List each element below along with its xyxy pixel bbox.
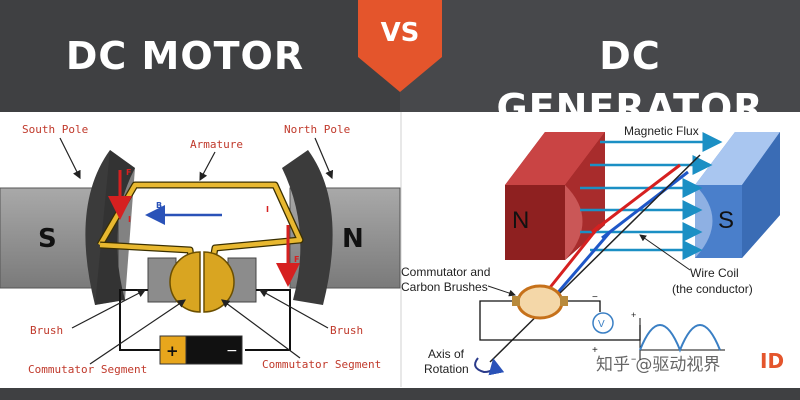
panel-divider xyxy=(400,112,402,387)
label-commutator-left: Commutator Segment xyxy=(28,363,147,376)
north-pole-magnet xyxy=(282,150,401,305)
label-north-pole: North Pole xyxy=(284,123,350,136)
pointer-brush-right xyxy=(258,289,329,329)
carbon-brush-left xyxy=(512,296,520,306)
pointer-wire-coil xyxy=(639,234,691,271)
rotation-arrow xyxy=(474,357,505,376)
pointer-commutator-generator xyxy=(487,285,516,297)
pointer-commutator-left xyxy=(89,299,186,365)
label-brush-right: Brush xyxy=(330,324,363,337)
circuit-wire-right xyxy=(245,289,291,351)
footer-bar xyxy=(0,388,800,400)
vs-label: VS xyxy=(380,18,420,48)
generator-pole-n-letter: N xyxy=(512,207,529,234)
force-label-right: F xyxy=(294,255,299,264)
graph-plus-sign: + xyxy=(631,310,636,320)
field-label: B xyxy=(156,201,162,210)
label-axis-line2: Rotation xyxy=(424,362,469,376)
battery-plus-sign: + xyxy=(166,342,179,360)
dc-motor-title: DC MOTOR xyxy=(65,34,305,78)
header-left-panel xyxy=(0,0,400,112)
label-brush-left: Brush xyxy=(30,324,63,337)
label-commutator-line1: Commutator and xyxy=(401,265,490,279)
south-pole-magnet xyxy=(0,150,135,305)
label-wire-coil-line2: (the conductor) xyxy=(672,282,753,296)
graph-rectified-wave xyxy=(639,324,721,353)
label-commutator-right: Commutator Segment xyxy=(262,358,381,371)
dc-generator-diagram: N S V − + + − xyxy=(474,132,780,376)
pointer-south-pole xyxy=(59,137,81,180)
battery-minus-sign: − xyxy=(226,343,238,359)
pointer-north-pole xyxy=(314,137,334,180)
axis-line xyxy=(489,154,701,363)
graph-minus-sign: − xyxy=(631,354,636,364)
watermark-text: 知乎 @驱动视界 xyxy=(596,355,720,375)
brush-right xyxy=(227,257,257,303)
dc-generator-title: DC GENERATOR xyxy=(496,34,764,130)
label-magnetic-flux: Magnetic Flux xyxy=(624,124,699,138)
voltmeter-label: V xyxy=(598,319,605,330)
generator-plus-sign: + xyxy=(592,345,598,356)
pointer-commutator-right xyxy=(221,299,301,359)
label-wire-coil-line1: Wire Coil xyxy=(690,266,739,280)
motor-pole-s-letter: S xyxy=(38,224,57,254)
wire-coil-red xyxy=(538,163,681,301)
voltmeter-circle xyxy=(592,312,614,334)
label-armature: Armature xyxy=(190,138,243,151)
battery xyxy=(159,335,243,365)
pointer-brush-left xyxy=(71,289,147,329)
generator-pole-s-letter: S xyxy=(718,207,734,234)
generator-commutator xyxy=(516,284,564,320)
circuit-wire-left xyxy=(119,289,160,351)
current-label-right: I xyxy=(266,205,269,214)
commutator xyxy=(169,251,235,313)
motor-pole-n-letter: N xyxy=(342,224,364,254)
pointer-armature xyxy=(199,151,216,182)
header-bar: DC MOTOR DC GENERATOR VS xyxy=(0,0,800,130)
wire-coil-blue xyxy=(546,170,689,305)
label-commutator-line2: Carbon Brushes xyxy=(401,280,488,294)
generator-circuit-wire-right xyxy=(568,300,601,312)
current-label-left: I xyxy=(128,215,131,224)
header-right-panel xyxy=(400,0,800,112)
label-south-pole: South Pole xyxy=(22,123,88,136)
generator-minus-sign: − xyxy=(592,292,598,303)
force-label-left: F xyxy=(126,168,131,177)
carbon-brush-right xyxy=(560,296,568,306)
watermark-logo: ID xyxy=(760,349,784,373)
label-axis-line1: Axis of xyxy=(428,347,465,361)
